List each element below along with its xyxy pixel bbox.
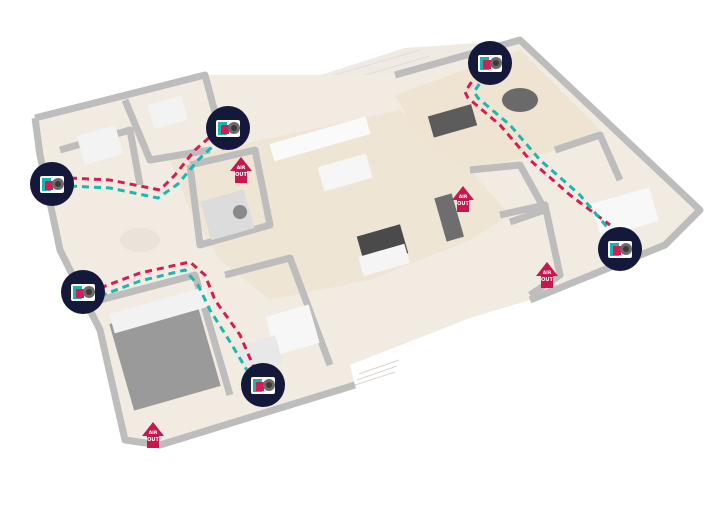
air-out-arrow-icon: AIR OUT <box>142 422 164 448</box>
extract-duct-left-upper <box>69 136 224 200</box>
duct-lines <box>69 71 620 373</box>
air-out-arrow-icon: AIR OUT <box>230 157 252 183</box>
ventilation-unit-icon[interactable] <box>61 270 105 314</box>
extract-duct-top-right <box>472 73 620 241</box>
ventilation-unit-icon[interactable] <box>598 227 642 271</box>
svg-text:OUT: OUT <box>457 201 469 207</box>
air-out-markers: AIR OUT AIR OUT AIR OUT AIR OUT <box>142 157 558 448</box>
air-out-arrow-icon: AIR OUT <box>536 262 558 288</box>
ventilation-unit-icon[interactable] <box>30 162 74 206</box>
svg-text:AIR: AIR <box>149 430 158 436</box>
svg-text:OUT: OUT <box>147 437 159 443</box>
ventilation-unit-icon[interactable] <box>206 106 250 150</box>
supply-duct-left-upper <box>69 128 219 192</box>
supply-duct-left-middle <box>99 260 257 371</box>
svg-text:OUT: OUT <box>235 172 247 178</box>
svg-text:AIR: AIR <box>543 270 552 276</box>
ventilation-unit-icon[interactable] <box>241 363 285 407</box>
extract-duct-left-middle <box>99 268 250 373</box>
air-out-arrow-icon: AIR OUT <box>452 186 474 212</box>
ventilation-unit-icon[interactable] <box>468 41 512 85</box>
svg-text:AIR: AIR <box>237 165 246 171</box>
svg-text:AIR: AIR <box>459 194 468 200</box>
svg-text:OUT: OUT <box>541 277 553 283</box>
supply-duct-top-right <box>463 71 611 227</box>
